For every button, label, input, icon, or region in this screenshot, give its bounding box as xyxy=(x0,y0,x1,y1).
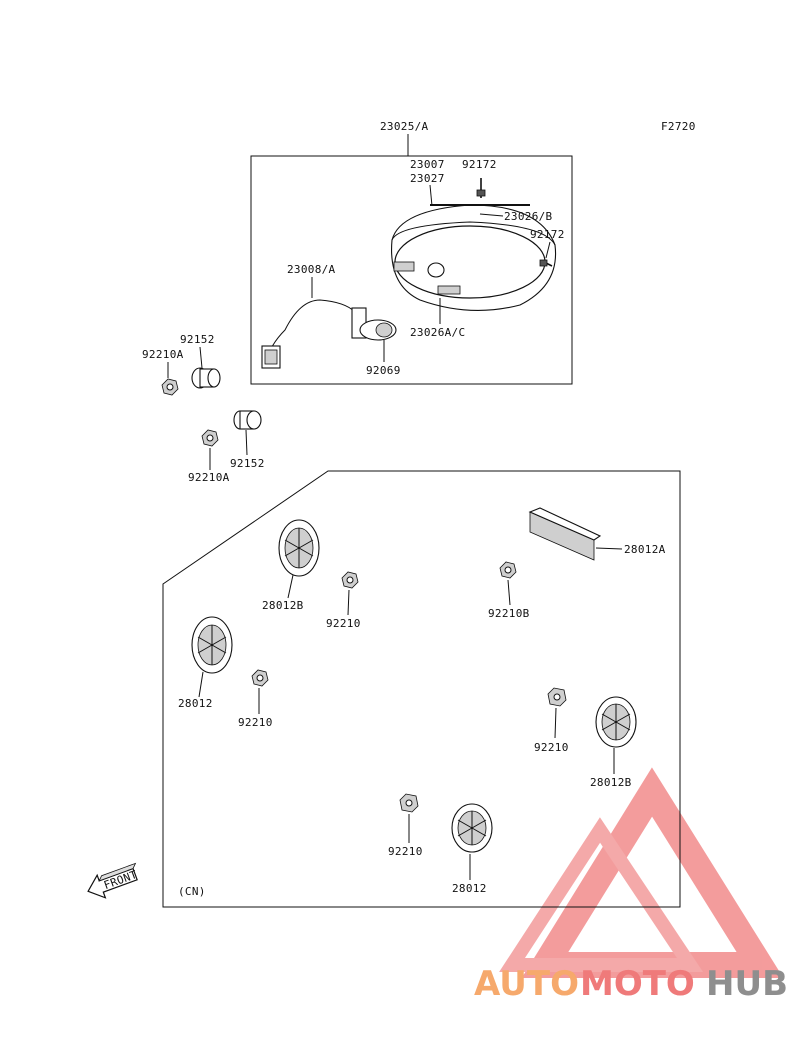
label-23027: 23027 xyxy=(410,172,445,185)
nut-icon xyxy=(201,429,219,447)
nut-icon xyxy=(547,687,567,707)
label-92210-d: 92210 xyxy=(388,845,423,858)
collar-icon xyxy=(233,410,262,430)
nut-icon xyxy=(499,561,517,579)
wire-harness xyxy=(261,299,397,369)
label-92210A-bottom: 92210A xyxy=(188,471,230,484)
watermark-text: AUTO MOTO HUB xyxy=(474,964,788,1004)
label-92210-b: 92210 xyxy=(238,716,273,729)
label-23026AC: 23026A/C xyxy=(410,326,465,339)
headlight-housing xyxy=(391,204,557,311)
label-92210B: 92210B xyxy=(488,607,530,620)
nut-icon xyxy=(251,669,269,687)
label-23026B: 23026/B xyxy=(504,210,553,223)
watermark-moto: MOTO xyxy=(580,964,695,1004)
watermark-auto: AUTO xyxy=(474,964,579,1004)
reflector-round xyxy=(451,803,493,853)
nut-icon xyxy=(399,793,419,813)
figure-code: F2720 xyxy=(661,120,696,133)
label-28012B-top: 28012B xyxy=(262,599,304,612)
watermark-hub: HUB xyxy=(706,964,788,1004)
label-92210-a: 92210 xyxy=(326,617,361,630)
label-23008A: 23008/A xyxy=(287,263,336,276)
label-92210A-top: 92210A xyxy=(142,348,184,361)
label-92172-right: 92172 xyxy=(530,228,565,241)
label-92210-c: 92210 xyxy=(534,741,569,754)
cn-variant-box xyxy=(162,470,681,908)
watermark-logo-icon xyxy=(499,767,784,978)
label-28012A: 28012A xyxy=(624,543,666,556)
label-92069: 92069 xyxy=(366,364,401,377)
label-92172-top: 92172 xyxy=(462,158,497,171)
label-23007: 23007 xyxy=(410,158,445,171)
reflector-round xyxy=(595,696,637,748)
label-92152-bottom: 92152 xyxy=(230,457,265,470)
reflector-round xyxy=(278,519,320,577)
headlight-assembly-box xyxy=(250,155,573,385)
nut-icon xyxy=(341,571,359,589)
label-23025A: 23025/A xyxy=(380,120,429,133)
nut-icon xyxy=(161,378,179,396)
screw-icon xyxy=(476,178,486,198)
label-92152-top: 92152 xyxy=(180,333,215,346)
collar-icon xyxy=(191,367,221,389)
front-arrow-icon: FRONT xyxy=(87,862,139,899)
reflector-plate xyxy=(528,507,602,561)
reflector-round xyxy=(191,616,233,674)
label-28012-left: 28012 xyxy=(178,697,213,710)
label-28012-bottom: 28012 xyxy=(452,882,487,895)
label-28012B-right: 28012B xyxy=(590,776,632,789)
screw-icon xyxy=(539,259,553,267)
region-note: (CN) xyxy=(178,885,206,898)
